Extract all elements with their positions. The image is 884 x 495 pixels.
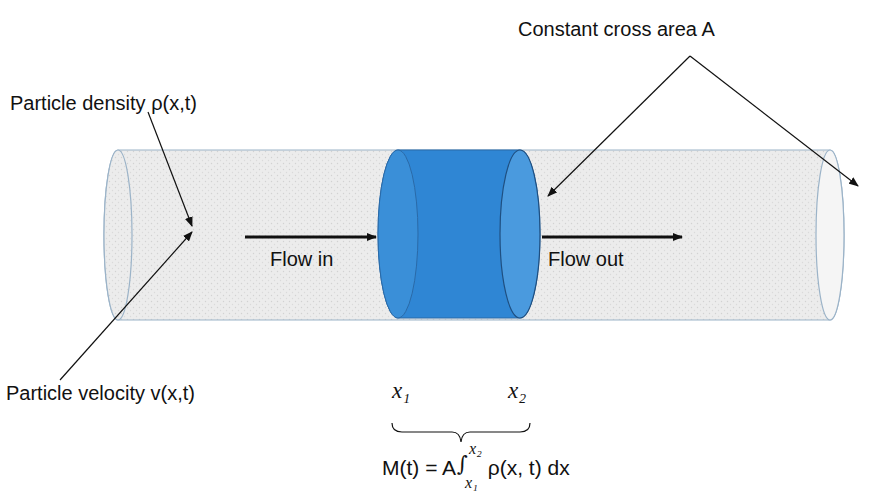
flow-label: Flow in: [270, 248, 333, 271]
area-label: Constant cross area A: [518, 18, 715, 41]
position-label: x₁: [392, 378, 410, 404]
density-label: Particle density ρ(x,t): [10, 92, 197, 115]
formula-text: M(t) = A: [382, 456, 456, 480]
integral-sign: ∫: [457, 452, 468, 476]
formula-text: ρ(x, t) dx: [488, 456, 570, 480]
flow-label: Flow out: [548, 248, 624, 271]
integral-limit: x₂: [469, 440, 482, 458]
integral-limit: x₁: [465, 474, 478, 492]
velocity-label: Particle velocity v(x,t): [6, 382, 195, 405]
position-label: x₂: [508, 378, 526, 404]
